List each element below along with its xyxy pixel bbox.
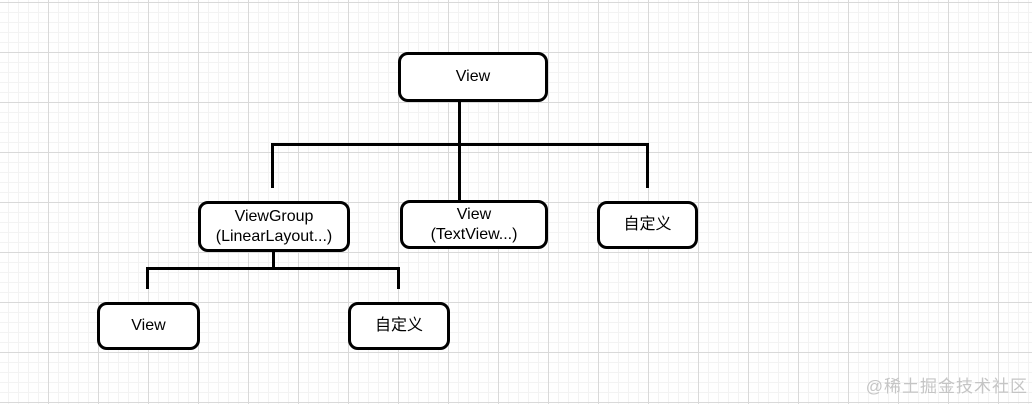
node-label: (TextView...) bbox=[430, 225, 518, 243]
edge-level2-bus bbox=[146, 267, 400, 270]
node-label: View bbox=[455, 68, 491, 85]
edge-viewgroup-stem bbox=[272, 251, 275, 268]
node-label: View bbox=[131, 317, 166, 334]
edge-drop-to-view-leaf bbox=[146, 267, 149, 289]
node-view-root: View bbox=[398, 52, 548, 102]
edge-root-stem bbox=[458, 100, 461, 201]
edge-drop-to-viewgroup bbox=[271, 143, 274, 188]
node-custom-leaf: 自定义 bbox=[348, 302, 450, 350]
node-view-leaf: View bbox=[97, 302, 200, 350]
node-label: View bbox=[456, 205, 492, 223]
edge-level1-bus bbox=[271, 143, 649, 146]
node-label: 自定义 bbox=[623, 216, 672, 233]
node-label: (LinearLayout...) bbox=[215, 227, 333, 245]
node-label: ViewGroup bbox=[234, 207, 314, 225]
edge-drop-to-custom-leaf bbox=[397, 267, 400, 289]
edge-drop-to-custom-mid bbox=[646, 143, 649, 188]
watermark: @稀土掘金技术社区 bbox=[865, 377, 1028, 396]
node-label: 自定义 bbox=[374, 317, 423, 334]
node-custom-mid: 自定义 bbox=[597, 201, 698, 249]
node-view-textview: View (TextView...) bbox=[400, 200, 548, 249]
node-viewgroup: ViewGroup (LinearLayout...) bbox=[198, 201, 350, 252]
